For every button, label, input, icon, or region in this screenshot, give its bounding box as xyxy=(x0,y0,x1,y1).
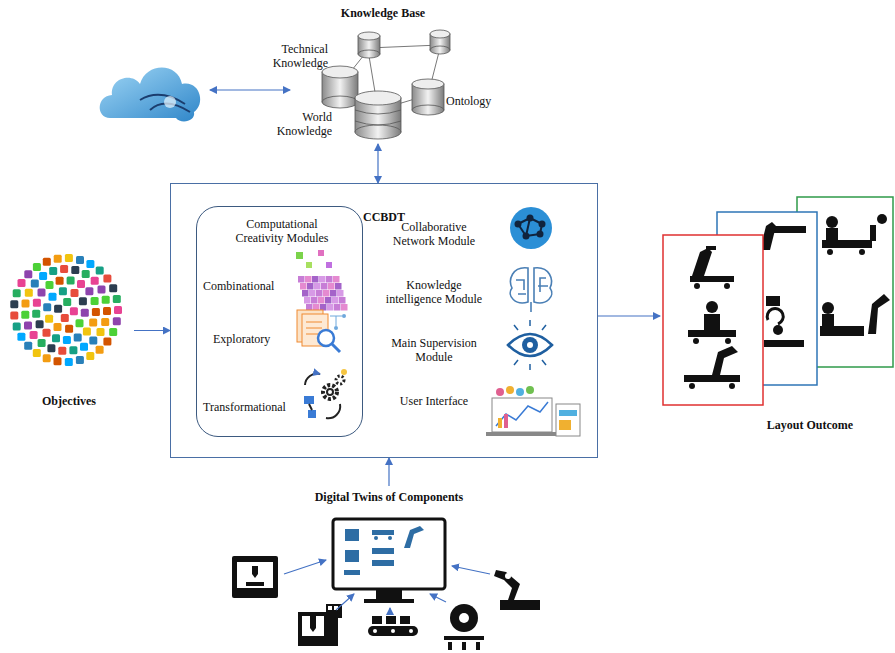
flow-arrow xyxy=(134,330,170,331)
cube-icon xyxy=(296,250,348,311)
search-icon xyxy=(297,310,346,352)
digital-twins: Digital Twins of Components xyxy=(228,486,550,653)
digital-twin-figure xyxy=(232,519,540,650)
layout-outcome: Layout Outcome xyxy=(660,195,894,437)
node-label: World Knowledge xyxy=(272,110,332,138)
objectives: Objectives xyxy=(4,248,134,413)
database-icons xyxy=(322,30,450,139)
node-label: Collaborative Network Module xyxy=(379,220,489,248)
node-heading: Knowledge Base xyxy=(318,6,448,20)
node-label: Main Supervision Module xyxy=(379,336,489,364)
node-label: User Interface xyxy=(399,394,469,408)
node-label: Exploratory xyxy=(213,332,293,346)
objectives-icon xyxy=(10,254,122,366)
ccbdt-box: CCBDTCollaborative Network ModuleKnowled… xyxy=(170,183,598,458)
node-label: Transformational xyxy=(203,400,303,414)
node-heading: Digital Twins of Components xyxy=(264,490,514,504)
gears-icon xyxy=(304,369,347,418)
dashboard-icon xyxy=(486,386,580,436)
layout-cards xyxy=(663,197,893,405)
flow-arrow xyxy=(598,315,660,316)
node-label: Combinational xyxy=(203,279,293,293)
creativity-modules-box: Computational Creativity ModulesCombinat… xyxy=(196,206,363,437)
node-label: Knowledge intelligence Module xyxy=(379,278,489,306)
knowledge-base: Knowledge BaseTechnical KnowledgeWorld K… xyxy=(258,2,498,144)
brain-icon xyxy=(510,268,552,312)
node-heading: Computational Creativity Modules xyxy=(227,217,337,245)
cloud-link-arrow xyxy=(210,89,290,90)
network-icon xyxy=(510,207,552,249)
flow-arrow xyxy=(388,458,389,486)
flow-arrow xyxy=(377,144,378,183)
node-heading: Layout Outcome xyxy=(740,418,880,432)
node-heading: Objectives xyxy=(14,394,124,408)
node-label: Technical Knowledge xyxy=(268,42,328,70)
eye-icon xyxy=(508,320,552,370)
cloud-icon xyxy=(100,68,201,122)
node-label: Ontology xyxy=(446,94,496,108)
